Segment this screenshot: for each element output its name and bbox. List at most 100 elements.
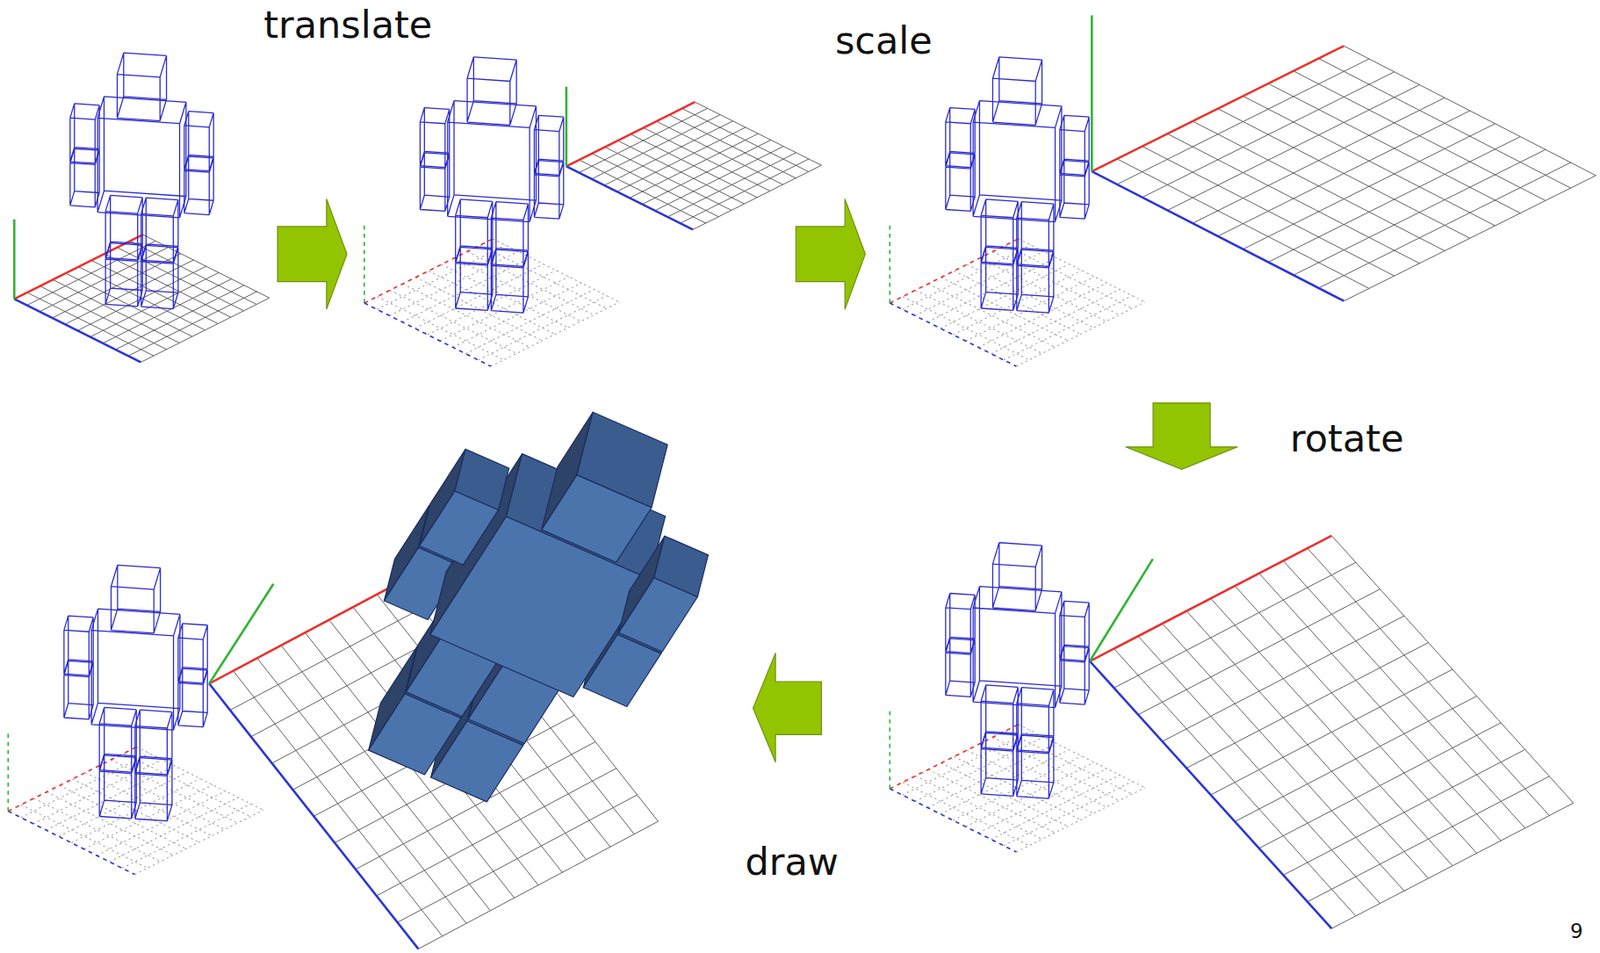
wire-box (70, 148, 100, 208)
grid-line (1307, 776, 1550, 902)
step-label: translate (263, 3, 433, 47)
y-axis (7, 731, 9, 812)
box-face (454, 448, 510, 510)
robot-wireframe (70, 52, 214, 309)
robot-wireframe (945, 542, 1089, 799)
robot-solid (368, 411, 709, 802)
wire-box (980, 684, 1018, 750)
grid-line (1259, 722, 1501, 849)
grid-line (492, 238, 620, 303)
original-grid (364, 223, 620, 367)
grid-line (129, 241, 257, 305)
wire-box (1016, 201, 1054, 267)
wire-box (99, 706, 137, 772)
wire-box (447, 100, 537, 223)
grid-line (991, 774, 1120, 839)
z-axis (1091, 171, 1344, 302)
grid-line (110, 759, 238, 823)
grid-line (1005, 245, 1132, 309)
wire-box (105, 194, 143, 260)
grid-line (1234, 585, 1477, 853)
wire-box (490, 249, 528, 313)
current-grid (1089, 535, 1574, 929)
grid-line (116, 247, 244, 311)
wire-box (533, 160, 563, 220)
grid-line (991, 288, 1120, 354)
grid-line (376, 296, 504, 361)
grid-line (480, 245, 607, 309)
original-grid (889, 708, 1145, 852)
grid-line (123, 753, 251, 817)
y-axis (565, 86, 569, 167)
grid-line (680, 158, 809, 224)
grid-line (667, 152, 796, 217)
y-axis (888, 223, 891, 303)
z-axis (889, 788, 1017, 852)
grid-line (33, 759, 162, 824)
grid-line (1243, 95, 1496, 226)
wire-box (178, 668, 208, 728)
block-arrow-right (795, 199, 865, 310)
step-label: rotate (1290, 417, 1405, 461)
grid-line (1331, 535, 1573, 803)
current-grid (1091, 14, 1596, 301)
wire-box (419, 152, 449, 212)
grid-line (669, 115, 796, 179)
wire-box (105, 243, 143, 307)
x-axis (1091, 45, 1344, 172)
grid-line (902, 296, 1030, 361)
grid-line (694, 101, 822, 166)
wire-box (1016, 249, 1054, 313)
robot-wireframe (64, 564, 208, 821)
grid-line (1307, 547, 1550, 815)
grid-line (1282, 749, 1525, 875)
step-label: scale (835, 19, 933, 63)
grid-line (397, 794, 638, 923)
grid-line (1343, 175, 1596, 302)
y-axis (1089, 558, 1154, 661)
grid-line (115, 285, 245, 350)
grid-line (1003, 295, 1132, 361)
grid-line (1293, 71, 1546, 202)
grid-line (655, 146, 784, 211)
wire-box (1016, 735, 1054, 799)
original-grid (889, 223, 1145, 367)
grid-line (915, 736, 1044, 801)
robot-wireframe (945, 57, 1089, 313)
grid-line (1268, 83, 1521, 214)
wire-box (992, 57, 1042, 126)
current-grid (566, 86, 822, 231)
grid-line (629, 133, 758, 198)
wire-box (184, 156, 214, 216)
grid-line (1234, 695, 1477, 822)
wire-box (141, 245, 179, 309)
grid-line (1259, 573, 1501, 841)
grid-line (418, 821, 658, 949)
y-axis (13, 219, 16, 300)
z-axis (14, 298, 141, 362)
wire-box (945, 638, 975, 698)
original-grid (7, 731, 263, 875)
wire-box (980, 732, 1018, 796)
grid-line (1343, 45, 1596, 176)
grid-line (902, 730, 1031, 795)
grid-line (915, 251, 1044, 316)
grid-line (952, 756, 1082, 821)
z-axis (566, 165, 693, 230)
wire-box (141, 197, 179, 263)
y-axis (363, 223, 366, 303)
grid-line (1218, 110, 1471, 237)
page-number: 9 (1570, 919, 1584, 943)
current-grid (14, 219, 269, 363)
grid-line (1331, 802, 1573, 929)
grid-line (1268, 136, 1521, 263)
grid-line (71, 778, 200, 843)
z-axis (1089, 661, 1332, 929)
grid-line (643, 127, 771, 191)
solid-box (541, 411, 668, 563)
grid-line (1218, 108, 1471, 239)
wire-box (116, 52, 166, 122)
wire-box (992, 542, 1042, 612)
grid-line (1018, 238, 1146, 303)
